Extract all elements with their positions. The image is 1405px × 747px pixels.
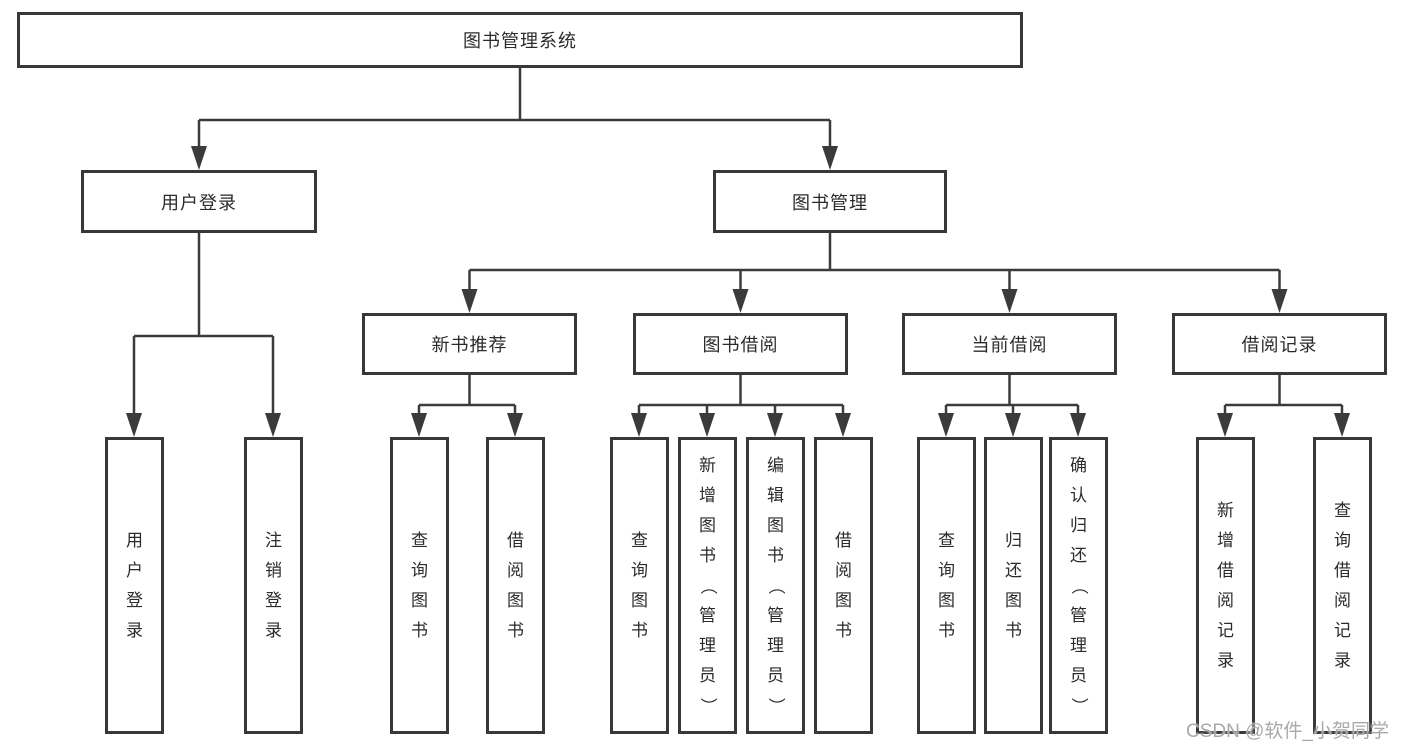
leaf-query-books-borrowing: 查询图书 [610, 437, 669, 734]
node-current-borrowing: 当前借阅 [902, 313, 1117, 375]
leaf-logout: 注销登录 [244, 437, 303, 734]
leaf-add-book-admin: 新增图书（管理员） [678, 437, 737, 734]
leaf-add-borrow-record: 新增借阅记录 [1196, 437, 1255, 734]
leaf-borrow-books-recommend: 借阅图书 [486, 437, 545, 734]
csdn-watermark: CSDN @软件_小贺同学 [1186, 721, 1389, 742]
leaf-query-borrow-record: 查询借阅记录 [1313, 437, 1372, 734]
node-library-management-system: 图书管理系统 [17, 12, 1023, 68]
node-book-borrowing: 图书借阅 [633, 313, 848, 375]
node-book-management: 图书管理 [713, 170, 947, 233]
leaf-edit-book-admin: 编辑图书（管理员） [746, 437, 805, 734]
leaf-query-books-recommend: 查询图书 [390, 437, 449, 734]
node-user-login: 用户登录 [81, 170, 317, 233]
node-borrowing-records: 借阅记录 [1172, 313, 1387, 375]
leaf-borrow-books-borrowing: 借阅图书 [814, 437, 873, 734]
leaf-return-books: 归还图书 [984, 437, 1043, 734]
node-new-book-recommend: 新书推荐 [362, 313, 577, 375]
leaf-query-books-current: 查询图书 [917, 437, 976, 734]
leaf-confirm-return-admin: 确认归还（管理员） [1049, 437, 1108, 734]
leaf-user-login: 用户登录 [105, 437, 164, 734]
